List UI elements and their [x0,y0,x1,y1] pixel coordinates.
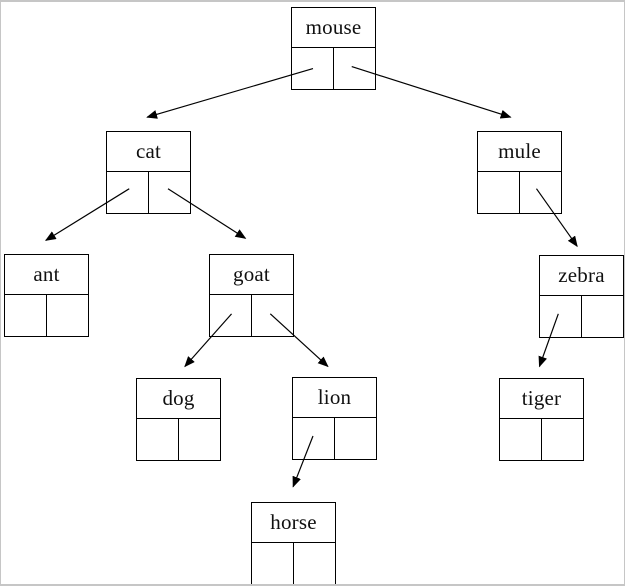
pointer-row-ant [5,295,88,336]
left-pointer-cell-lion [293,418,335,459]
tree-node-zebra: zebra [539,255,624,338]
pointer-row-dog [137,419,220,460]
pointer-row-mouse [292,48,375,89]
pointer-row-tiger [500,419,583,460]
right-pointer-cell-ant [47,295,88,336]
node-label-horse: horse [252,503,335,543]
tree-node-lion: lion [292,377,377,460]
edge-mouse-left-to-cat [146,67,314,119]
right-pointer-cell-cat [149,172,190,213]
left-pointer-cell-goat [210,295,252,336]
left-pointer-cell-dog [137,419,179,460]
left-pointer-cell-cat [107,172,149,213]
left-pointer-cell-mouse [292,48,334,89]
tree-node-mouse: mouse [291,7,376,90]
tree-node-tiger: tiger [499,378,584,461]
right-pointer-cell-dog [179,419,220,460]
node-label-lion: lion [293,378,376,418]
pointer-row-cat [107,172,190,213]
tree-node-cat: cat [106,131,191,214]
node-label-mouse: mouse [292,8,375,48]
node-label-mule: mule [478,132,561,172]
left-pointer-cell-tiger [500,419,542,460]
node-label-ant: ant [5,255,88,295]
right-pointer-cell-tiger [542,419,583,460]
tree-node-mule: mule [477,131,562,214]
pointer-row-mule [478,172,561,213]
right-pointer-cell-mule [520,172,561,213]
pointer-row-zebra [540,296,623,337]
left-pointer-cell-zebra [540,296,582,337]
left-pointer-cell-horse [252,543,294,584]
tree-node-horse: horse [251,502,336,584]
right-pointer-cell-horse [294,543,335,584]
node-label-zebra: zebra [540,256,623,296]
right-pointer-cell-zebra [582,296,623,337]
tree-node-ant: ant [4,254,89,337]
tree-node-goat: goat [209,254,294,337]
right-pointer-cell-goat [252,295,293,336]
pointer-row-goat [210,295,293,336]
left-pointer-cell-mule [478,172,520,213]
left-pointer-cell-ant [5,295,47,336]
node-label-goat: goat [210,255,293,295]
pointer-row-lion [293,418,376,459]
node-label-dog: dog [137,379,220,419]
pointer-row-horse [252,543,335,584]
right-pointer-cell-lion [335,418,376,459]
right-pointer-cell-mouse [334,48,375,89]
node-label-cat: cat [107,132,190,172]
tree-node-dog: dog [136,378,221,461]
node-label-tiger: tiger [500,379,583,419]
